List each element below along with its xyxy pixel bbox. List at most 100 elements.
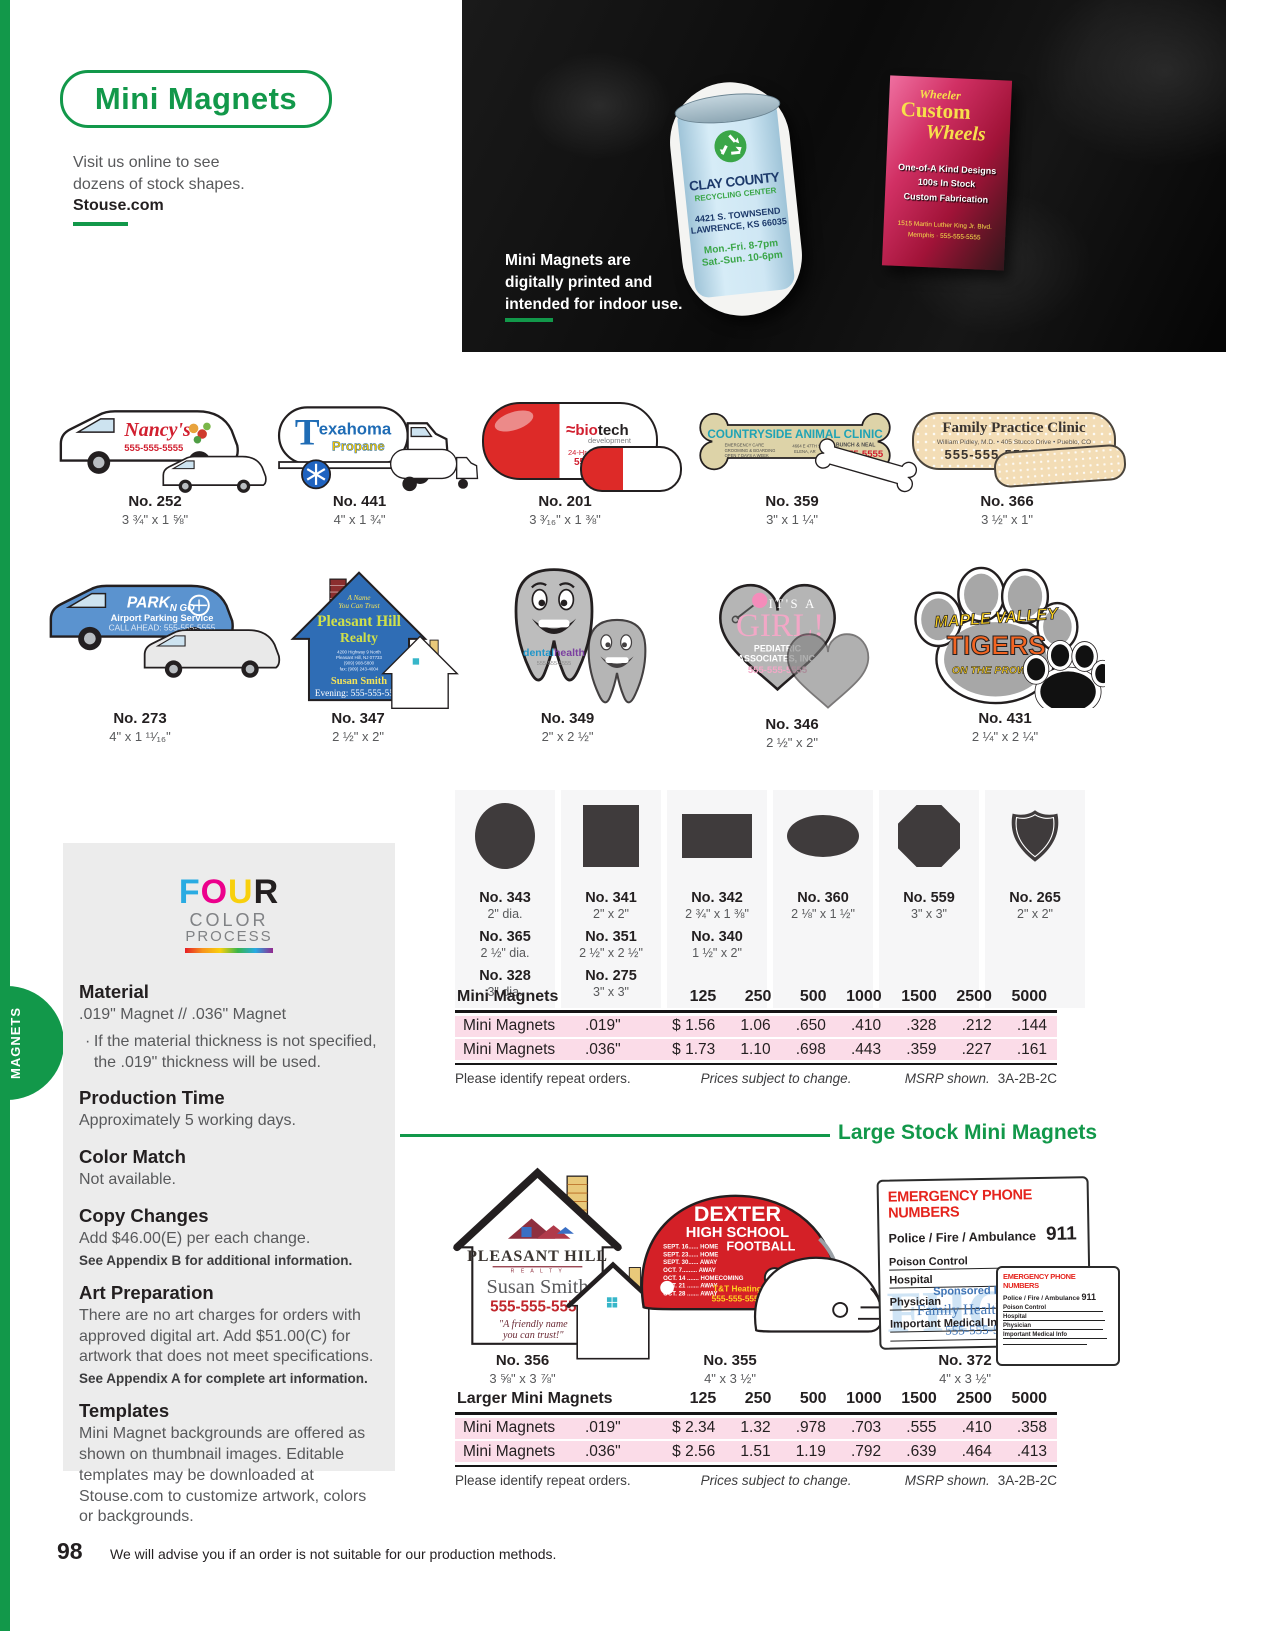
- hero-can-magnet: CLAY COUNTY RECYCLING CENTER 4421 S. TOW…: [664, 76, 808, 322]
- svg-text:555-555-5555: 555-555-5555: [124, 443, 183, 454]
- page-title: Mini Magnets: [94, 81, 298, 116]
- svg-text:(909) 908-5800: (909) 908-5800: [344, 661, 375, 666]
- emergency-card-echo-372: EMERGENCY PHONE NUMBERS Police / Fire / …: [996, 1266, 1120, 1366]
- tooth-magnet-art-349: dentalhealth 555-555-5555: [514, 568, 594, 682]
- svg-text:EMERGENCY CARE: EMERGENCY CARE: [725, 443, 765, 448]
- svg-text:ASSOCIATES, INC.: ASSOCIATES, INC.: [738, 653, 818, 663]
- product-label-441: No. 441 4" x 1 ¾": [332, 493, 387, 527]
- svg-text:GROOMING & BOARDING: GROOMING & BOARDING: [725, 448, 776, 453]
- table-row: Mini Magnets .036" $ 1.73 1.10 .698 .443…: [455, 1039, 1057, 1060]
- intro-text: Visit us online to see dozens of stock s…: [73, 154, 245, 215]
- tooth-echo-349: [587, 618, 647, 704]
- svg-text:N GO: N GO: [170, 603, 195, 614]
- product-441: T exahoma Propane: [272, 395, 479, 500]
- svg-text:4200 Highway 9 North: 4200 Highway 9 North: [337, 649, 381, 654]
- svg-text:Susan Smith: Susan Smith: [486, 1276, 588, 1298]
- table-row: Mini Magnets .019" $ 1.56 1.06 .650 .410…: [455, 1015, 1057, 1037]
- svg-text:PLEASANT HILL: PLEASANT HILL: [467, 1248, 608, 1265]
- svg-text:COUNTRYSIDE ANIMAL CLINIC: COUNTRYSIDE ANIMAL CLINIC: [707, 428, 883, 441]
- product-label-349: No. 349 2" x 2 ½": [540, 710, 595, 744]
- svg-text:A Name: A Name: [346, 594, 371, 602]
- product-label-356: No. 356 3 ⅝" x 3 ⅞": [489, 1352, 556, 1386]
- templates-heading: Templates: [79, 1400, 170, 1422]
- section-tab-magnets: MAGNETS: [0, 986, 64, 1100]
- bandage-echo-366: [992, 443, 1128, 489]
- svg-text:Airport Parking Service: Airport Parking Service: [111, 613, 214, 623]
- product-label-431: No. 431 2 ¼" x 2 ¼": [971, 710, 1039, 744]
- capsule-echo-201: [580, 446, 682, 492]
- footer-note: We will advise you if an order is not su…: [110, 1546, 557, 1562]
- svg-text:T&T Heating: T&T Heating: [713, 1284, 762, 1294]
- large-stock-heading: Large Stock Mini Magnets: [838, 1121, 1098, 1144]
- svg-text:555-555-5555: 555-555-5555: [748, 665, 808, 676]
- svg-text:dentalhealth: dentalhealth: [523, 647, 585, 659]
- svg-text:4664 E 47TH ST: 4664 E 47TH ST: [792, 444, 823, 449]
- svg-text:fax: (909) 243-4004: fax: (909) 243-4004: [340, 666, 379, 671]
- product-366: Family Practice Clinic William Pidley, M…: [912, 412, 1128, 497]
- svg-text:ON THE PROWL: ON THE PROWL: [952, 666, 1033, 677]
- svg-text:"A friendly name: "A friendly name: [499, 1319, 568, 1330]
- svg-text:Propane: Propane: [332, 439, 385, 454]
- colormatch-heading: Color Match: [79, 1146, 186, 1168]
- page-title-box: Mini Magnets: [60, 70, 332, 128]
- svg-text:Evening: 555-555-5555: Evening: 555-555-5555: [315, 689, 404, 699]
- house-magnet-art-356: PLEASANT HILL R E A L T Y Susan Smith 55…: [452, 1167, 623, 1345]
- product-201: ≈biotech development 24-Hr. Prescription…: [482, 402, 682, 497]
- table-footnotes: Please identify repeat orders. Prices su…: [455, 1070, 1057, 1086]
- table-row: Mini Magnets .036" $ 2.56 1.51 1.19 .792…: [455, 1441, 1057, 1462]
- bone-magnet-art-359: COUNTRYSIDE ANIMAL CLINIC EMERGENCY CARE…: [699, 412, 891, 471]
- svg-text:OCT. 21 ....... AWAY: OCT. 21 ....... AWAY: [663, 1284, 717, 1290]
- recycle-icon: [714, 130, 747, 163]
- intro-underline: [73, 222, 128, 226]
- copychanges-heading: Copy Changes: [79, 1204, 209, 1226]
- svg-text:SEPT. 30...... AWAY: SEPT. 30...... AWAY: [663, 1260, 717, 1266]
- house-echo-356: [565, 1261, 661, 1360]
- product-355: DEXTER HIGH SCHOOL FOOTBALL SEPT. 16....…: [628, 1178, 884, 1348]
- section-tab-label: MAGNETS: [8, 1007, 23, 1079]
- svg-text:DEXTER: DEXTER: [694, 1202, 782, 1226]
- hero-wheels-magnet: Wheeler Custom Wheels One-of-A Kind Desi…: [881, 75, 1013, 271]
- table-footnotes: Please identify repeat orders. Prices su…: [455, 1472, 1057, 1488]
- product-label-252: No. 252 3 ¾" x 1 ⅝": [121, 493, 189, 527]
- info-panel: FOUR COLOR PROCESS Material .019" Magnet…: [63, 843, 395, 1525]
- product-349: dentalhealth 555-555-5555: [495, 563, 675, 708]
- artprep-heading: Art Preparation: [79, 1281, 214, 1303]
- table-header-row: Mini Magnets 125 250 500 1000 1500 2500 …: [455, 988, 1057, 1013]
- heart-echo-346: [786, 633, 870, 709]
- product-347: A Name You Can Trust Pleasant Hill Realt…: [275, 563, 465, 709]
- production-heading: Production Time: [79, 1087, 225, 1109]
- mini-magnets-pricing-table: Mini Magnets 125 250 500 1000 1500 2500 …: [455, 988, 1057, 1086]
- shield-shape: [1011, 810, 1059, 862]
- hero-caption: Mini Magnets are digitally printed and i…: [505, 252, 683, 313]
- product-label-201: No. 201 3 ³⁄₁₆" x 1 ⅜": [529, 493, 601, 527]
- octagon-shape: [898, 805, 960, 867]
- svg-text:You Can Trust: You Can Trust: [338, 602, 380, 610]
- van-echo-273: [143, 629, 281, 678]
- svg-text:555-555-5555: 555-555-5555: [490, 1299, 585, 1316]
- product-label-346: No. 346 2 ½" x 2": [765, 716, 819, 750]
- svg-text:SEPT. 16...... HOME: SEPT. 16...... HOME: [663, 1245, 718, 1251]
- svg-text:OCT. 14 ....... HOMECOMING: OCT. 14 ....... HOMECOMING: [663, 1276, 744, 1282]
- table-row: Mini Magnets .019" $ 2.34 1.32 .978 .703…: [455, 1417, 1057, 1439]
- material-heading: Material: [79, 981, 149, 1002]
- svg-text:OCT. 28 ....... AWAY: OCT. 28 ....... AWAY: [663, 1291, 717, 1297]
- svg-text:R E A L T Y: R E A L T Y: [511, 1269, 565, 1275]
- product-346: IT'S A GIRL! PEDIATRIC ASSOCIATES, INC. …: [700, 575, 890, 709]
- page-number: 98: [57, 1538, 83, 1564]
- svg-text:CALL AHEAD: 555-555-5555: CALL AHEAD: 555-555-5555: [109, 624, 216, 633]
- svg-text:555-555-5555: 555-555-5555: [537, 661, 571, 667]
- svg-text:PARK: PARK: [127, 594, 172, 611]
- paw-magnet-art-431: MAPLE VALLEY TIGERS ON THE PROWL: [914, 566, 1115, 717]
- truck-magnet-art-441: T exahoma Propane: [277, 406, 450, 490]
- svg-text:Pleasant Hill, NJ 07733: Pleasant Hill, NJ 07733: [336, 655, 383, 660]
- oval-shape: [787, 815, 859, 857]
- four-color-process-logo: FOUR COLOR PROCESS: [63, 875, 395, 953]
- svg-text:DRS. BUNCH & NEAL: DRS. BUNCH & NEAL: [822, 443, 876, 449]
- svg-text:OPEN 7 DAYS A WEEK: OPEN 7 DAYS A WEEK: [725, 453, 769, 458]
